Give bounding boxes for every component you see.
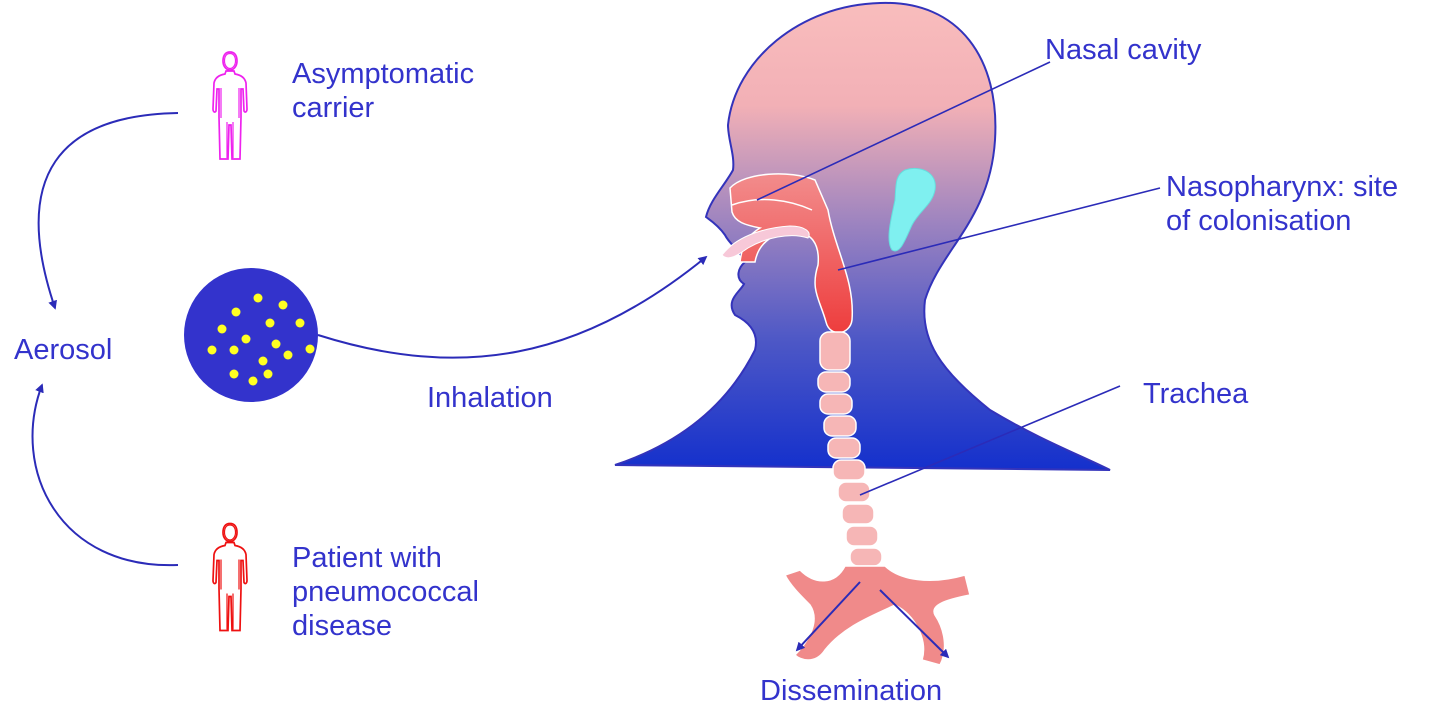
trachea-label: Trachea: [1143, 377, 1248, 411]
patient-label: Patient with pneumococcal disease: [292, 541, 479, 643]
patient-label-line-2: pneumococcal: [292, 575, 479, 609]
carrier-label-line-1: Asymptomatic: [292, 57, 474, 91]
nasopharynx-label-line-2: of colonisation: [1166, 204, 1398, 238]
carrier-to-aerosol-arrow: [39, 113, 178, 308]
head-silhouette: [615, 3, 1110, 470]
dissemination-label: Dissemination: [760, 674, 942, 708]
carrier-person-icon: [213, 52, 247, 159]
nasopharynx-label-line-1: Nasopharynx: site: [1166, 170, 1398, 204]
aerosol-label: Aerosol: [14, 333, 112, 367]
nasal-cavity-label: Nasal cavity: [1045, 33, 1201, 67]
nasopharynx-label: Nasopharynx: site of colonisation: [1166, 170, 1398, 238]
inhalation-label: Inhalation: [427, 381, 553, 415]
carrier-label-line-2: carrier: [292, 91, 474, 125]
inhalation-arrow: [318, 257, 706, 358]
patient-label-line-1: Patient with: [292, 541, 479, 575]
patient-to-aerosol-arrow: [33, 385, 178, 565]
aerosol-droplet-icon: [184, 268, 318, 402]
carrier-label: Asymptomatic carrier: [292, 57, 474, 125]
patient-label-line-3: disease: [292, 609, 479, 643]
patient-person-icon: [213, 524, 247, 631]
